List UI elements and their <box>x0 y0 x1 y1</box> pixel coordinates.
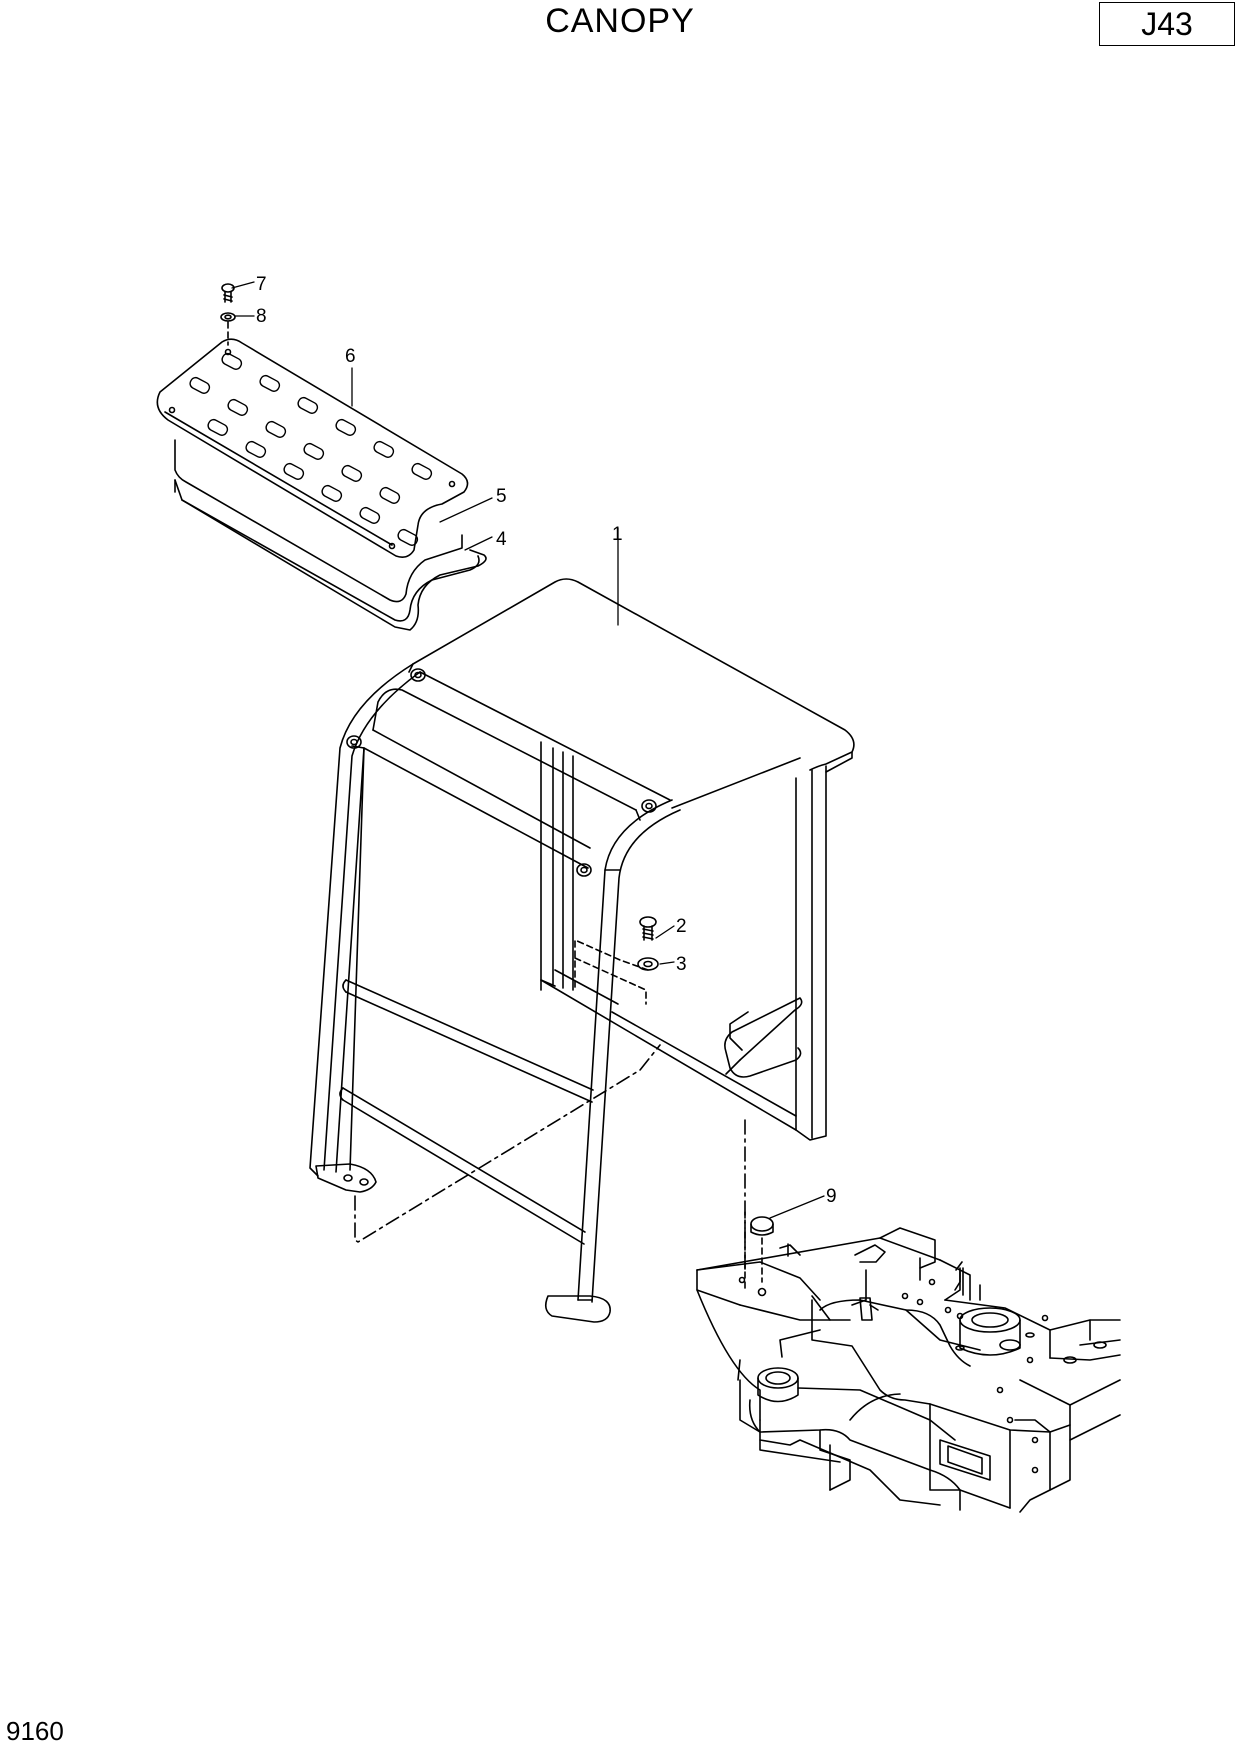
machine-base-frame <box>696 1227 1121 1513</box>
callout-2: 2 <box>676 916 687 937</box>
perforated-cover-part-6 <box>156 338 469 558</box>
bolt-part-7 <box>221 283 235 303</box>
callout-8: 8 <box>256 306 267 327</box>
callout-9: 9 <box>826 1186 837 1207</box>
bolt-2-axis-line <box>574 939 649 991</box>
callout-1: 1 <box>612 524 623 545</box>
washer-part-8 <box>220 312 236 322</box>
rubber-plug-part-9 <box>750 1216 774 1283</box>
callout-4: 4 <box>496 529 507 550</box>
callout-leaders <box>231 281 825 1219</box>
seal-part-4 <box>174 479 487 631</box>
washer-part-3 <box>637 957 659 971</box>
bolt-2-hole-box <box>574 957 647 1005</box>
callout-5: 5 <box>496 486 507 507</box>
canopy-frame-part-1 <box>309 578 855 1323</box>
callout-6: 6 <box>345 346 356 367</box>
page-title: CANOPY <box>545 2 695 40</box>
callout-7: 7 <box>256 274 267 295</box>
diagram-code-box: J43 <box>1099 2 1235 46</box>
left-foot-alignment-line <box>354 1044 661 1243</box>
bolt-part-2 <box>639 916 657 941</box>
cover-slots <box>189 352 433 546</box>
page-number: 9160 <box>6 1716 64 1746</box>
callout-3: 3 <box>676 954 687 975</box>
plate-part-5 <box>174 439 463 603</box>
